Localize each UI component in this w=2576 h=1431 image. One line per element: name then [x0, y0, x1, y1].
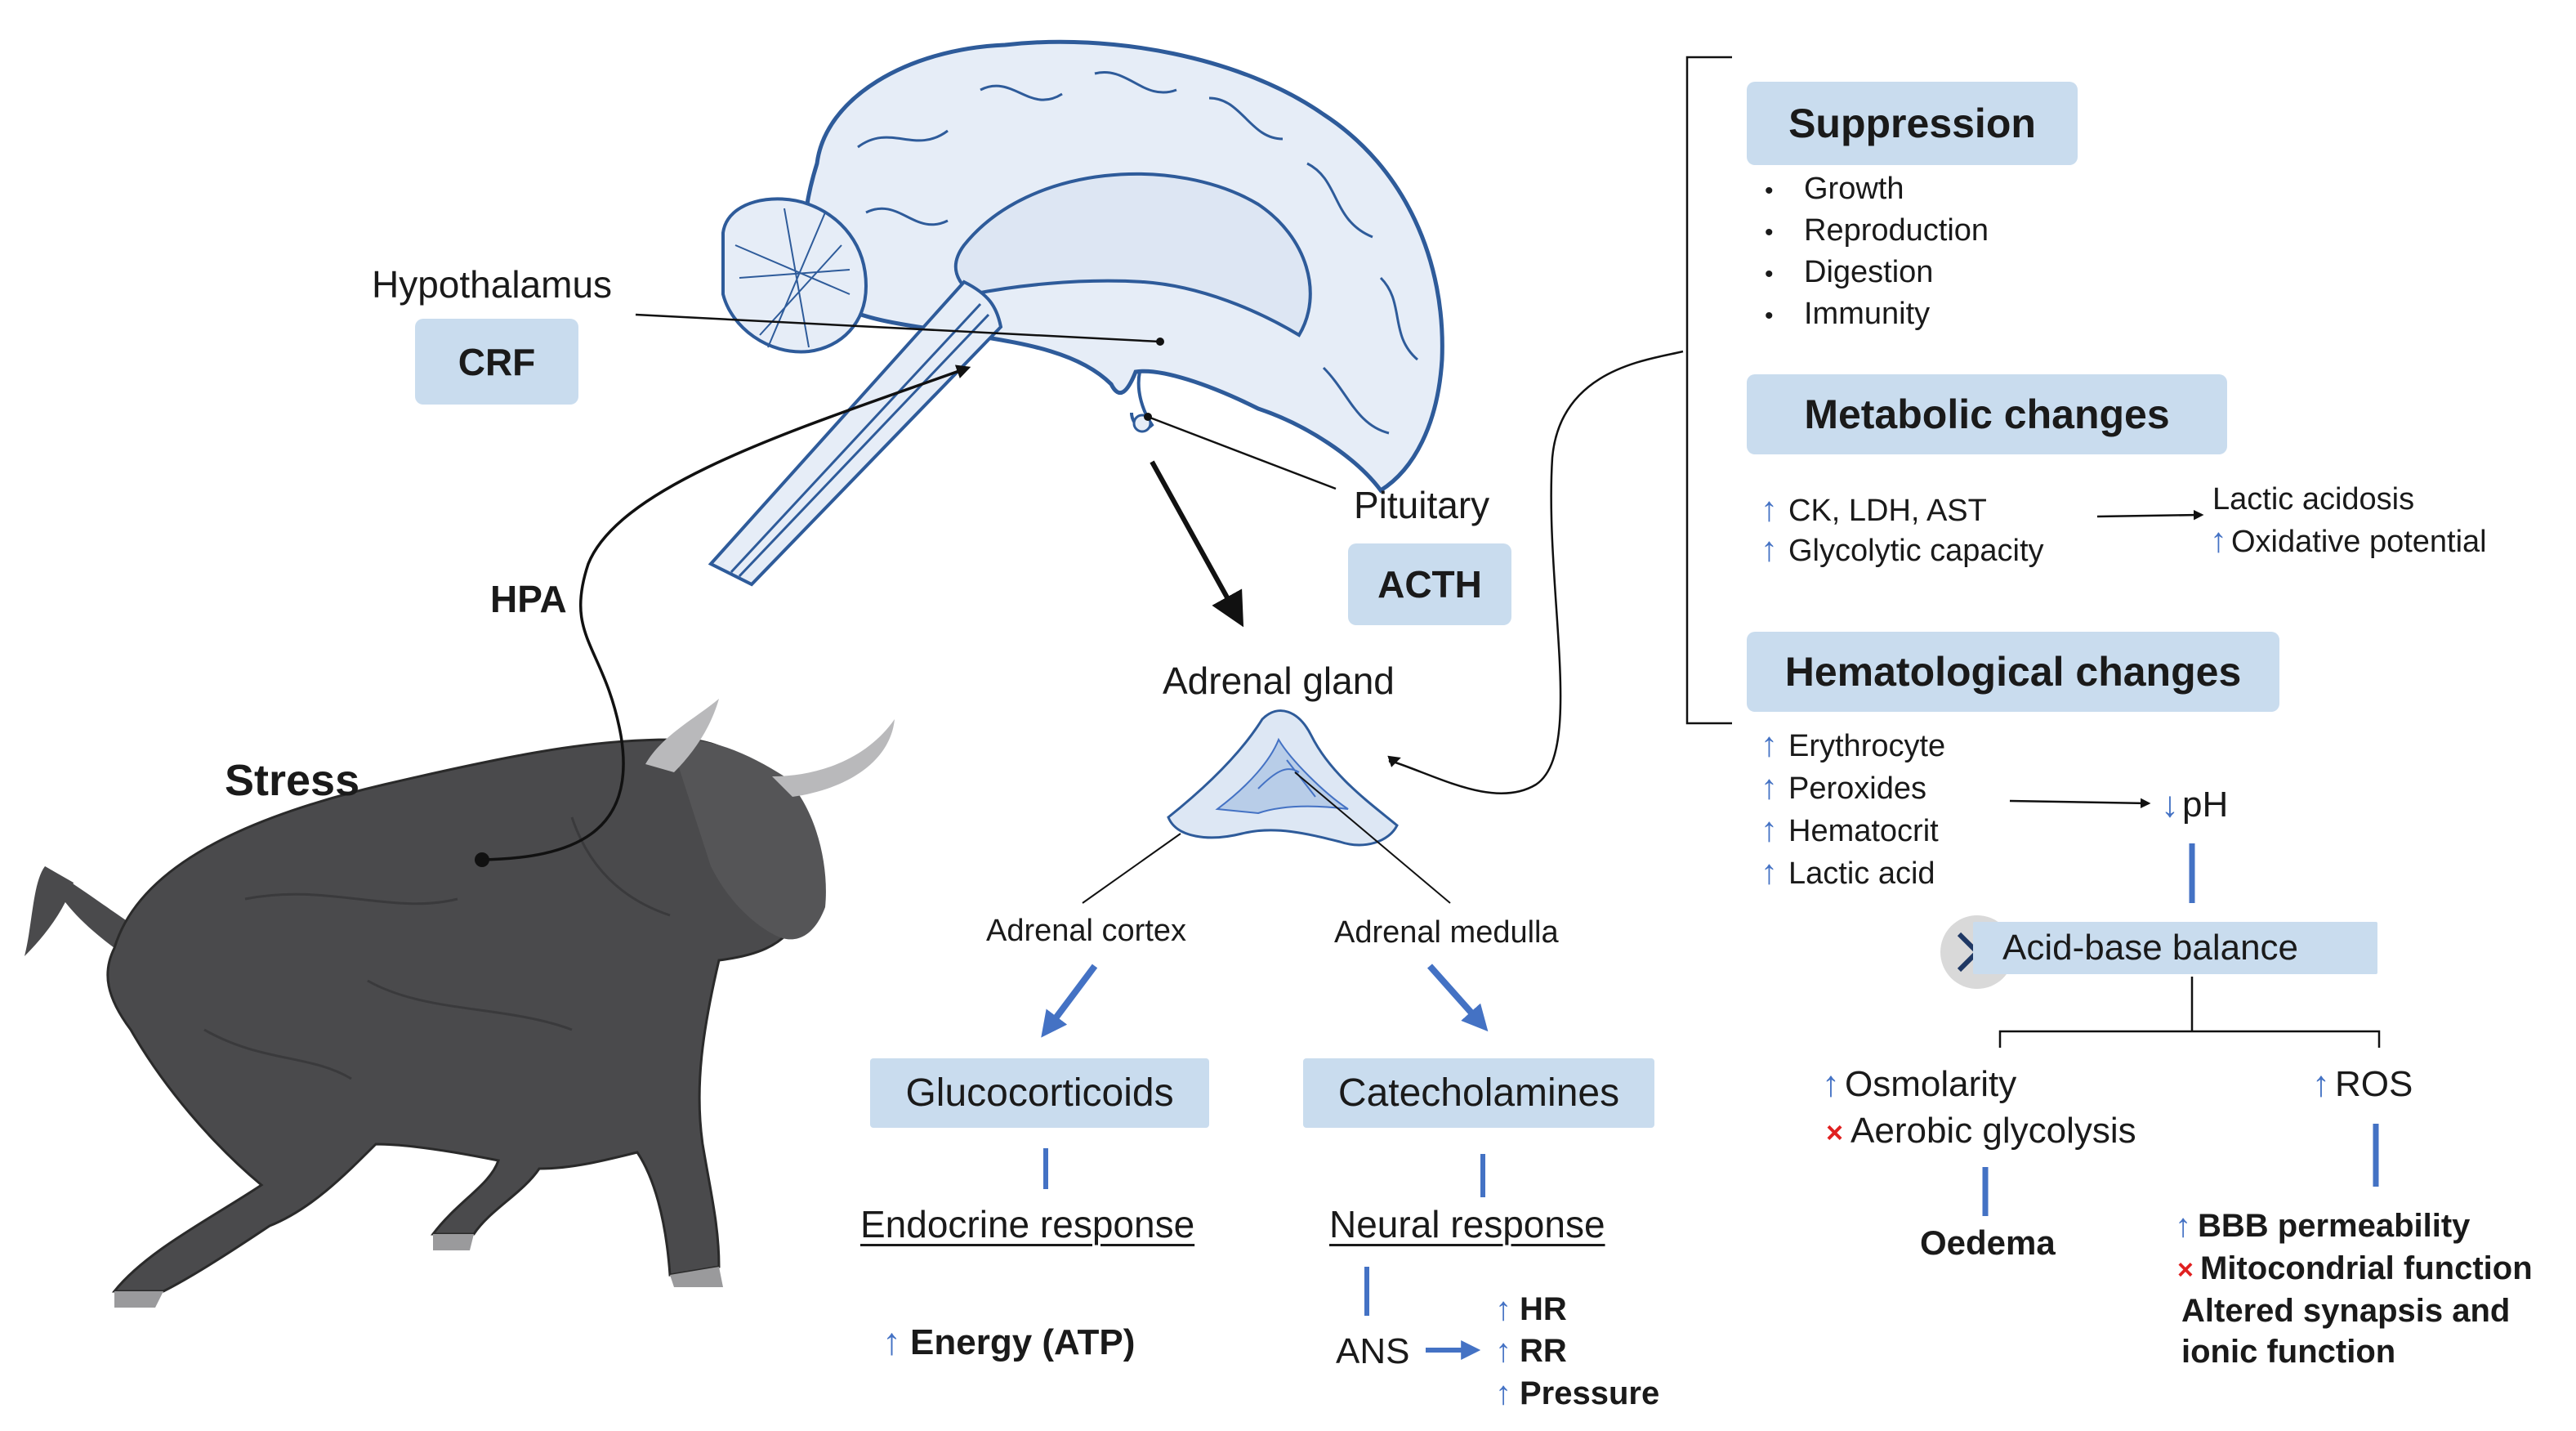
hematological-changes-box: Hematological changes — [1747, 632, 2279, 712]
rr-label: RR — [1520, 1333, 1567, 1369]
ros-row: ↑ROS — [2312, 1064, 2413, 1104]
adrenal-gland-illustration — [1167, 709, 1399, 847]
hr-label: HR — [1520, 1291, 1567, 1327]
adrenal-gland-label: Adrenal gland — [1163, 660, 1395, 702]
list-item: •Reproduction — [1765, 213, 1989, 248]
hema-item-lactic-acid: ↑Lactic acid — [1761, 852, 1935, 891]
glucocorticoids-label: Glucocorticoids — [905, 1071, 1174, 1115]
crf-box: CRF — [415, 319, 578, 405]
ph-row: ↓pH — [2161, 785, 2229, 825]
increase-arrow-icon: ↑ — [2312, 1064, 2330, 1104]
endocrine-response-label: Endocrine response — [860, 1203, 1195, 1245]
increase-arrow-icon: ↑ — [1761, 852, 1778, 891]
hematological-changes-title: Hematological changes — [1784, 649, 2242, 695]
hema-item-hematocrit: ↑Hematocrit — [1761, 810, 1939, 848]
increase-arrow-icon: ↑ — [1822, 1064, 1840, 1104]
synapse-line-1: Altered synapsis and — [2181, 1293, 2511, 1329]
neural-response-label: Neural response — [1329, 1203, 1605, 1245]
energy-atp-row: ↑Energy (ATP) — [882, 1322, 1135, 1361]
bull-illustration — [25, 699, 895, 1308]
metabolic-item-ck: ↑CK, LDH, AST — [1761, 490, 1987, 528]
increase-arrow-icon: ↑ — [1761, 767, 1778, 806]
increase-arrow-icon: ↑ — [1761, 725, 1778, 763]
list-item: •Digestion — [1765, 255, 1934, 289]
list-item: •Immunity — [1765, 297, 1931, 331]
osmolarity-row: ↑Osmolarity — [1822, 1064, 2017, 1104]
list-item: •Growth — [1765, 172, 1904, 206]
increase-arrow-icon: ↑ — [882, 1320, 901, 1362]
aerobic-glycolysis-row: ×Aerobic glycolysis — [1826, 1111, 2136, 1151]
increase-arrow-icon: ↑ — [2210, 521, 2227, 559]
catecholamines-label: Catecholamines — [1337, 1071, 1620, 1115]
brain-illustration — [708, 39, 1444, 587]
hema-item-erythrocyte: ↑Erythrocyte — [1761, 725, 1946, 763]
oedema-label: Oedema — [1920, 1223, 2056, 1262]
decrease-arrow-icon: ↓ — [2161, 785, 2179, 825]
hypothalamus-label: Hypothalamus — [372, 263, 613, 306]
increase-arrow-icon: ↑ — [2175, 1208, 2191, 1244]
metabolic-changes-box: Metabolic changes — [1747, 374, 2227, 454]
bbb-row: ↑BBB permeability — [2175, 1208, 2471, 1244]
metabolic-item-glycolytic: ↑Glycolytic capacity — [1761, 530, 2044, 568]
synapse-line-2: ionic function — [2181, 1334, 2396, 1370]
oxidative-potential-row: ↑Oxidative potential — [2210, 521, 2487, 559]
mito-row: ×Mitocondrial function — [2177, 1250, 2533, 1286]
increase-arrow-icon: ↑ — [1761, 810, 1778, 848]
increase-arrow-icon: ↑ — [1761, 530, 1778, 568]
acth-label: ACTH — [1377, 563, 1482, 606]
pituitary-label: Pituitary — [1354, 484, 1490, 526]
hpa-label: HPA — [490, 578, 567, 620]
energy-atp-label: Energy (ATP) — [910, 1322, 1136, 1362]
increase-arrow-icon: ↑ — [1495, 1375, 1511, 1411]
pressure-label: Pressure — [1520, 1375, 1660, 1411]
red-cross-icon: × — [1826, 1116, 1844, 1149]
red-cross-icon: × — [2177, 1254, 2194, 1286]
catecholamines-box: Catecholamines — [1303, 1058, 1654, 1128]
crf-label: CRF — [458, 340, 536, 383]
lactic-acidosis-label: Lactic acidosis — [2212, 482, 2415, 517]
increase-arrow-icon: ↑ — [1761, 490, 1778, 528]
suppression-title: Suppression — [1788, 101, 2036, 146]
glucocorticoids-box: Glucocorticoids — [870, 1058, 1209, 1128]
ans-label: ANS — [1336, 1331, 1410, 1371]
acid-base-label: Acid-base balance — [2002, 928, 2299, 968]
stress-label: Stress — [225, 756, 360, 805]
increase-arrow-icon: ↑ — [1495, 1333, 1511, 1369]
metabolic-changes-title: Metabolic changes — [1804, 391, 2170, 437]
increase-arrow-icon: ↑ — [1495, 1291, 1511, 1327]
suppression-list: •Growth •Reproduction •Digestion •Immuni… — [1765, 169, 1989, 336]
rr-row: ↑RR — [1495, 1335, 1567, 1367]
adrenal-medulla-label: Adrenal medulla — [1334, 915, 1559, 950]
adrenal-cortex-label: Adrenal cortex — [986, 914, 1187, 948]
acth-box: ACTH — [1348, 543, 1511, 625]
suppression-box: Suppression — [1747, 82, 2078, 165]
pressure-row: ↑Pressure — [1495, 1377, 1659, 1410]
hema-item-peroxides: ↑Peroxides — [1761, 767, 1926, 806]
acid-base-box: Acid-base balance — [1973, 922, 2377, 974]
hr-row: ↑HR — [1495, 1293, 1567, 1326]
